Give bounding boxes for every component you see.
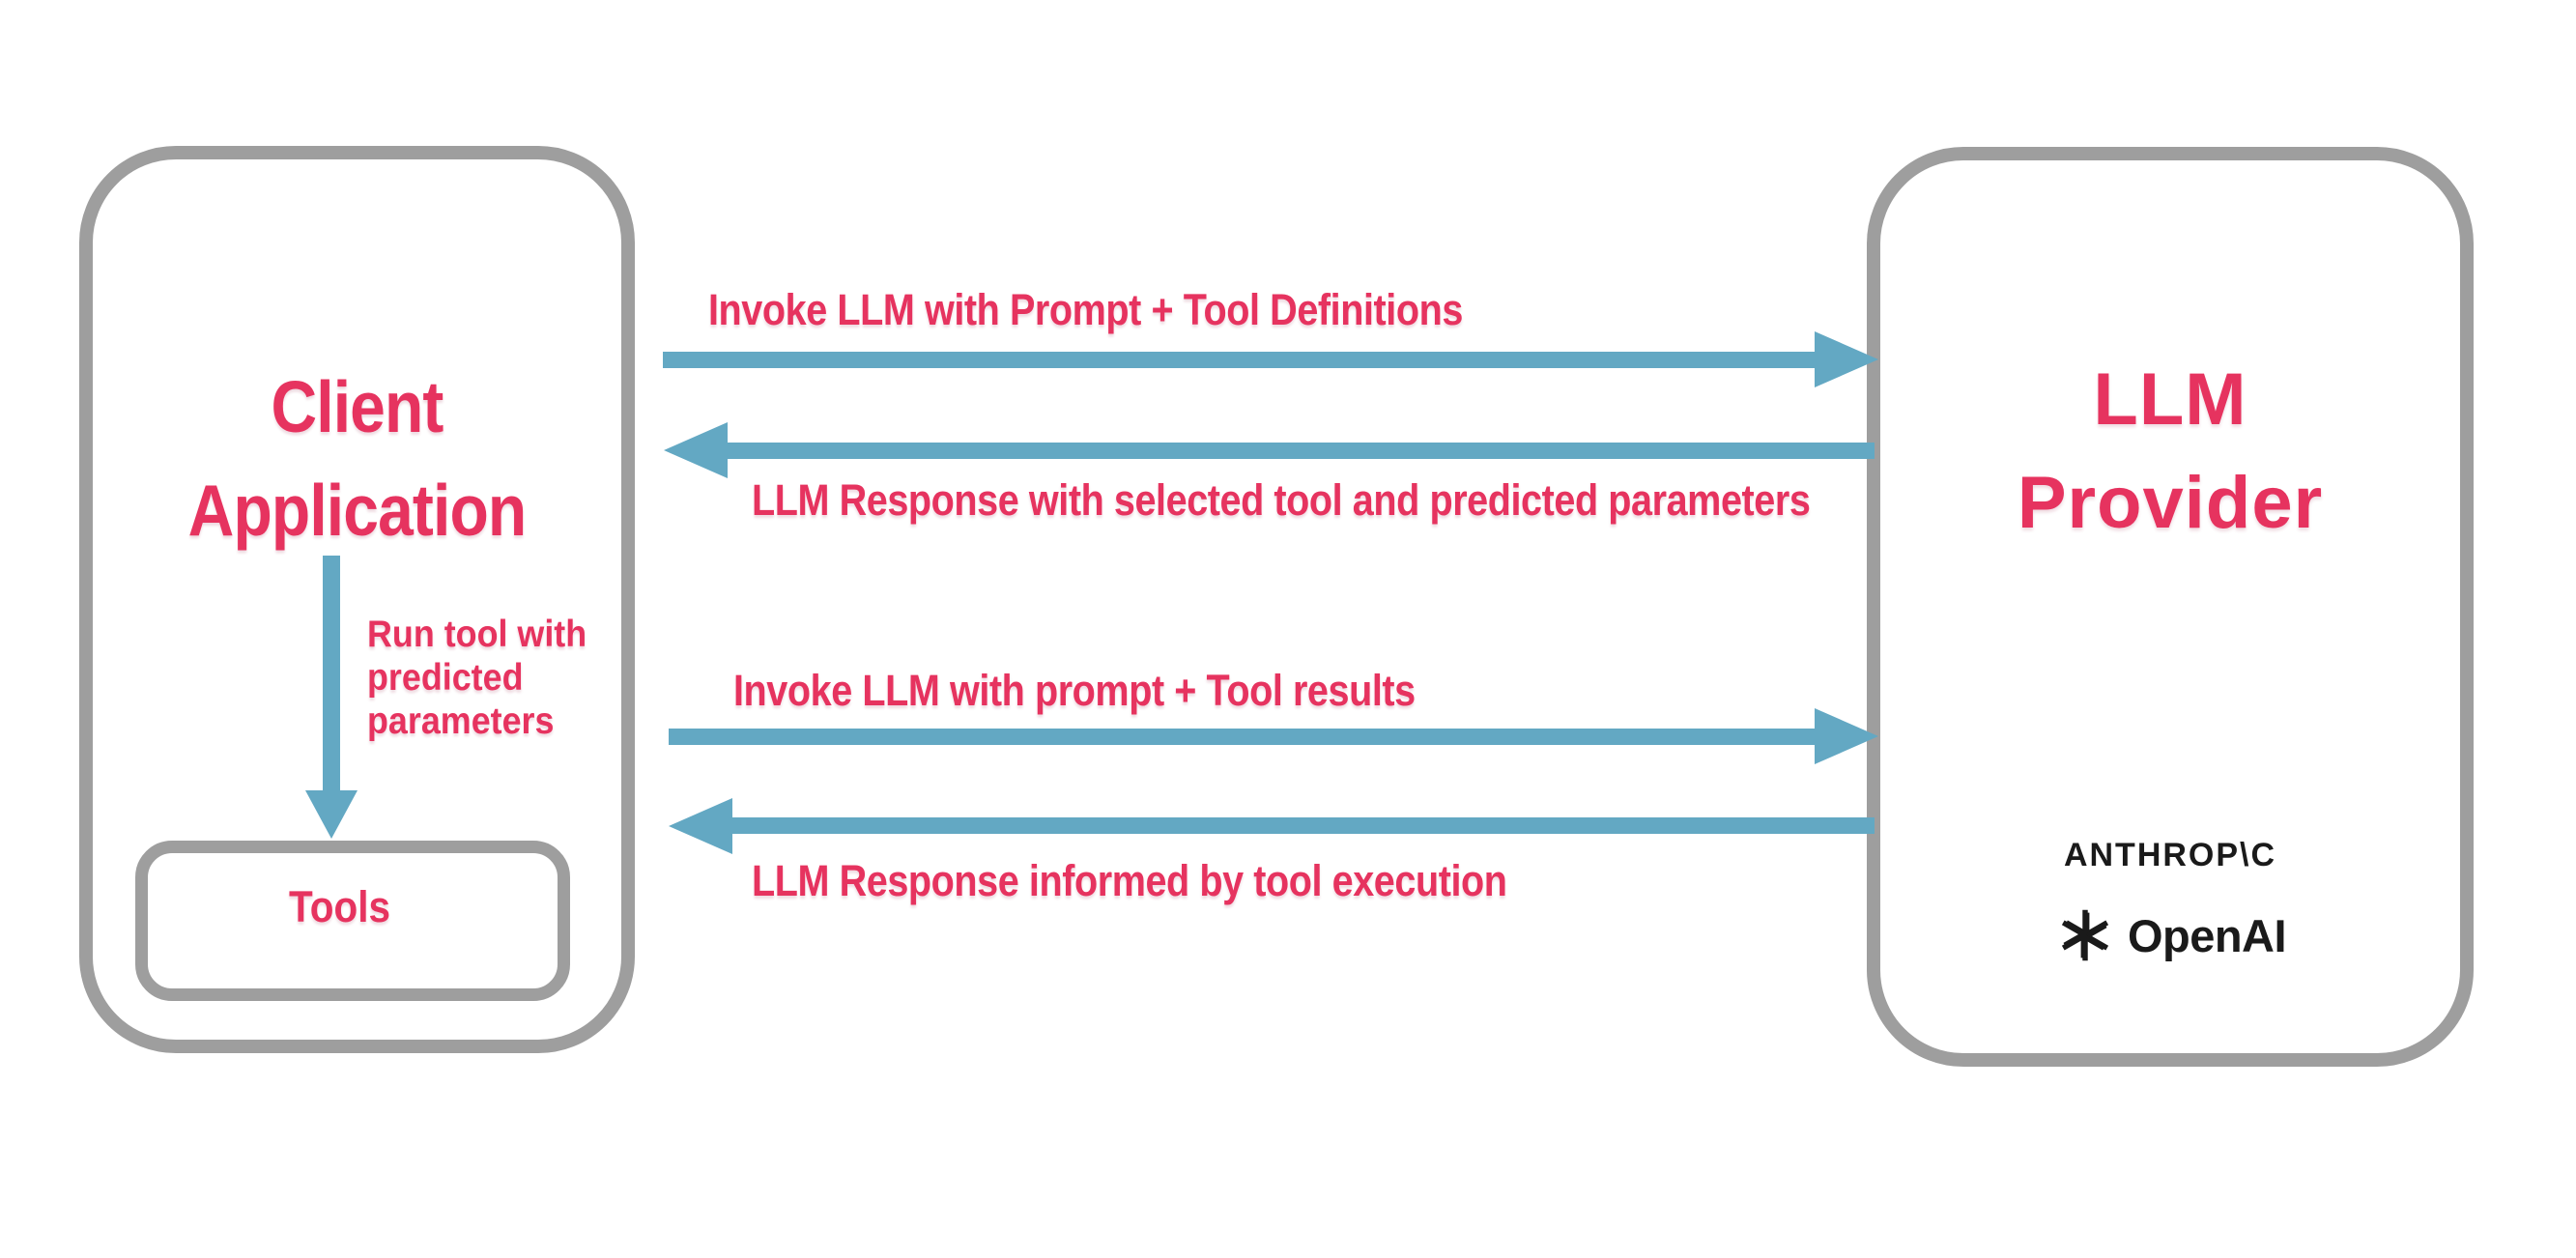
arrow-label-response-tool-execution: LLM Response informed by tool execution <box>752 856 1507 905</box>
arrow-label-response-selected-tool: LLM Response with selected tool and pred… <box>752 475 1811 525</box>
arrow-down-tools-arrowhead-icon <box>305 790 358 839</box>
arrow-right-1-arrowhead-icon <box>1815 331 1878 387</box>
tools-label: Tools <box>289 882 390 931</box>
arrow-right-3-shaft <box>669 729 1815 745</box>
arrow-label-invoke-with-tool-results: Invoke LLM with prompt + Tool results <box>733 666 1416 715</box>
openai-logo-row: OpenAI <box>1867 902 2474 968</box>
arrow-left-4-arrowhead-icon <box>669 798 732 854</box>
tools-box: Tools <box>135 841 570 1001</box>
client-application-title: Client Application <box>187 366 528 551</box>
arrow-left-2-arrowhead-icon <box>664 422 728 478</box>
arrow-left-2-shaft <box>725 443 1875 459</box>
llm-provider-title: LLM Provider <box>2017 358 2324 544</box>
openai-wordmark: OpenAI <box>2127 909 2287 961</box>
llm-provider-box <box>1867 147 2474 1067</box>
openai-knot-icon <box>2054 904 2116 966</box>
arrow-label-invoke-with-tool-definitions: Invoke LLM with Prompt + Tool Definition… <box>708 285 1463 334</box>
arrow-right-3-arrowhead-icon <box>1815 708 1878 764</box>
arrow-left-4-shaft <box>730 817 1875 834</box>
anthropic-logo: ANTHROP\C <box>2063 837 2277 873</box>
arrow-down-tools-shaft <box>323 556 340 792</box>
arrow-right-1-shaft <box>663 352 1815 368</box>
run-tool-label: Run tool with predicted parameters <box>367 614 587 742</box>
